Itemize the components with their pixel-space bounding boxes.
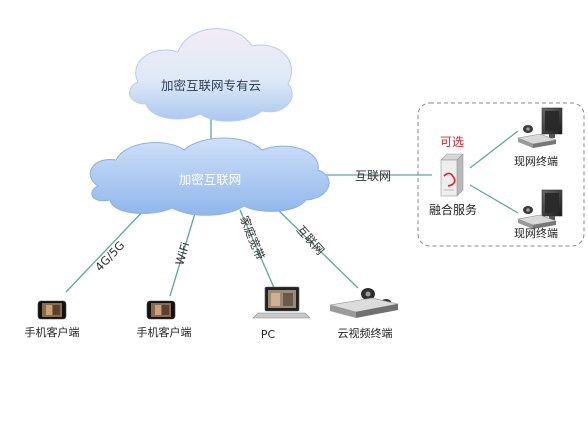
cloud-video-terminal-label: 云视频终端 [338, 326, 393, 340]
fusion-service-group: 可选 融合服务 现网终端 [417, 102, 585, 247]
selectable-label: 可选 [440, 135, 464, 149]
camera-icon [523, 206, 533, 214]
camera-icon [523, 125, 533, 133]
link-label-4g: 4G/5G [92, 238, 127, 274]
internet-cloud-label: 加密互联网 [179, 172, 242, 187]
connection-lines [65, 113, 519, 297]
terminal-bottom-label: 现网终端 [514, 226, 558, 240]
mobile-client-1-label: 手机客户端 [25, 325, 80, 339]
pc-client: PC [252, 286, 311, 341]
link-label-service: 互联网 [355, 169, 391, 183]
smartphone-icon [146, 300, 176, 320]
link-line-terminal-bottom [469, 184, 519, 214]
camera-icon [361, 288, 375, 300]
desktop-monitor-icon [541, 189, 563, 220]
link-line-pc [239, 209, 276, 291]
server-icon [440, 153, 464, 197]
fusion-group-border [417, 102, 585, 247]
link-line-4g [65, 207, 147, 293]
link-label-wifi: WiFi [172, 241, 192, 267]
cloud-video-terminal: 云视频终端 [329, 288, 399, 340]
link-label-video: 互联网 [294, 223, 327, 258]
codec-box-icon [516, 214, 558, 229]
existing-terminal-bottom: 现网终端 [514, 189, 563, 240]
private-cloud-label: 加密互联网专有云 [161, 78, 261, 93]
smartphone-icon [37, 300, 67, 320]
link-line-video [275, 207, 359, 289]
pc-client-label: PC [261, 328, 276, 341]
fusion-service-label: 融合服务 [429, 202, 477, 217]
mobile-client-1: 手机客户端 [25, 300, 80, 339]
mobile-client-2-label: 手机客户端 [137, 325, 192, 339]
link-line-wifi [169, 209, 197, 297]
codec-box-icon [516, 133, 558, 148]
link-label-pc: 家庭宽带 [237, 214, 267, 262]
terminal-top-label: 现网终端 [514, 154, 558, 168]
desktop-monitor-icon [541, 107, 563, 138]
link-line-terminal-top [469, 130, 519, 169]
internet-cloud: 加密互联网 [89, 137, 330, 216]
mobile-client-2: 手机客户端 [137, 300, 192, 339]
codec-box-icon [329, 297, 399, 318]
laptop-icon [252, 286, 311, 319]
private-cloud: 加密互联网专有云 [129, 28, 293, 122]
existing-terminal-top: 现网终端 [514, 107, 563, 168]
